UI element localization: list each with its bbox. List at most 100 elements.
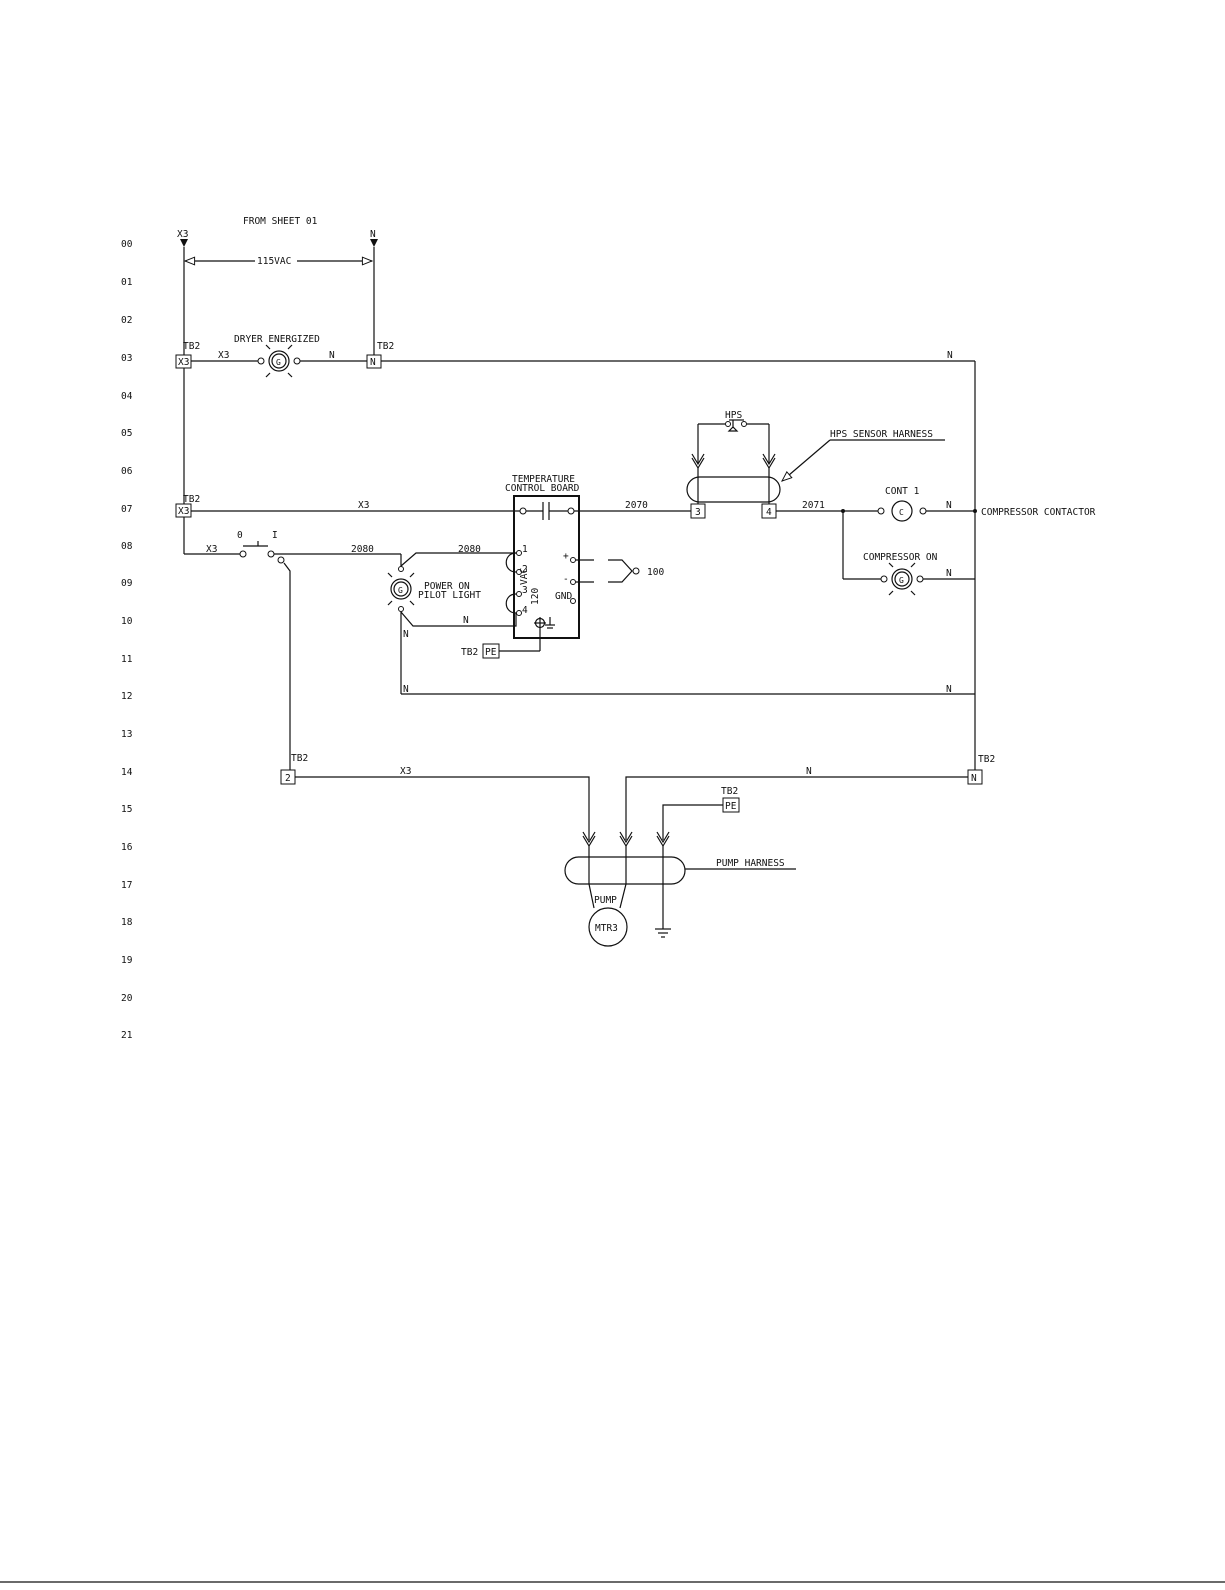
contact-point (877, 507, 885, 515)
pump-harness (564, 856, 686, 885)
row-number: 10 (121, 616, 133, 627)
board-title-line2: CONTROL BOARD (505, 483, 580, 494)
contact-point (398, 606, 404, 612)
power-on-label: POWER ON (424, 581, 470, 592)
motor-lead (619, 883, 627, 909)
hps-pressure-actuator (727, 426, 739, 432)
terminal-label: X3 (178, 357, 189, 368)
wire-n-to-pin4 (400, 611, 517, 627)
contact-point (919, 507, 927, 515)
lamp-letter: G (276, 358, 281, 367)
switch-contact (239, 550, 247, 558)
dryer-energized-lamp (268, 350, 290, 372)
tb2-label: TB2 (291, 753, 308, 764)
row-number: 00 (121, 239, 133, 250)
sensor-contact (632, 567, 640, 575)
ground-wire (662, 804, 723, 840)
contact-point (257, 357, 265, 365)
wire-label: 2080 (351, 544, 374, 555)
row-number: 04 (121, 391, 133, 402)
row-number: 12 (121, 691, 132, 702)
board-contact (570, 579, 576, 585)
row-number: 07 (121, 504, 132, 515)
n-feed-triangle (370, 239, 378, 247)
board-pin-label: 1 (522, 544, 528, 555)
cont-1-coil (891, 500, 913, 522)
wire-label: N (947, 350, 953, 361)
board-gnd-label: GND (555, 591, 572, 602)
row-number: 13 (121, 729, 132, 740)
from-sheet-label: FROM SHEET 01 (243, 216, 318, 227)
wire-label: N (463, 615, 469, 626)
voltage-label: 115VAC (257, 256, 291, 267)
board-contact (570, 557, 576, 563)
board-pin-2 (516, 569, 522, 575)
jumper-3-4 (505, 593, 517, 614)
dryer-energized-label: DRYER ENERGIZED (234, 334, 320, 345)
wire-label: N (806, 766, 812, 777)
wire-label: 2070 (625, 500, 648, 511)
wire-2080-to-pin1 (400, 552, 516, 567)
x3-line-label: X3 (177, 229, 188, 240)
board-pin-1 (516, 550, 522, 556)
row-number: 20 (121, 993, 133, 1004)
wire-label: N (403, 629, 409, 640)
wire-label: X3 (358, 500, 369, 511)
wire-label: X3 (400, 766, 411, 777)
contact-point (398, 566, 404, 572)
terminal-label: N (370, 357, 376, 368)
terminal-label: PE (485, 647, 497, 658)
row-numbers: 00 01 02 03 04 05 06 07 08 09 10 11 12 1… (121, 239, 133, 1041)
lamp-letter: G (398, 586, 403, 595)
board-pin-label: 3 (522, 585, 528, 596)
wire-label: N (403, 684, 409, 695)
terminal-label: N (971, 773, 977, 784)
switch-contact (267, 550, 275, 558)
wire-label: X3 (218, 350, 229, 361)
board-vac-label: 120 (530, 588, 541, 605)
terminal-label: 2 (285, 773, 291, 784)
contact-point (293, 357, 301, 365)
row-number: 18 (121, 917, 133, 928)
power-on-pilot-lamp (390, 578, 412, 600)
terminal-label: 3 (695, 507, 701, 518)
motor-lead (588, 883, 595, 909)
coil-letter: C (899, 508, 904, 517)
wire (283, 562, 291, 770)
wire-label: 2080 (458, 544, 481, 555)
tb2-label: TB2 (183, 494, 200, 505)
board-pin-4 (516, 610, 522, 616)
tb2-terminal-n (967, 769, 983, 785)
row-number: 06 (121, 466, 133, 477)
lamp-rays (387, 572, 415, 606)
hps-contact (741, 421, 747, 427)
hps-contact (725, 421, 731, 427)
tb2-label: TB2 (377, 341, 394, 352)
board-pin-label: 4 (522, 605, 528, 616)
temperature-control-board (513, 495, 580, 639)
cont-1-label: CONT 1 (885, 486, 920, 497)
switch-contact (277, 556, 285, 564)
terminal-label: 4 (766, 507, 772, 518)
wire-label: N (329, 350, 335, 361)
tb2-label: TB2 (978, 754, 995, 765)
row-number: 09 (121, 578, 133, 589)
row-number: 01 (121, 277, 133, 288)
contact-point (916, 575, 924, 583)
lamp-inner-ring (271, 353, 287, 369)
row-number: 11 (121, 654, 133, 665)
n-line-label: N (370, 229, 376, 240)
pump-label: PUMP (594, 895, 617, 906)
row-number: 19 (121, 955, 133, 966)
row-number: 15 (121, 804, 132, 815)
x3-feed-triangle (180, 239, 188, 247)
terminal-label: X3 (178, 506, 189, 517)
lamp-rays (888, 562, 916, 596)
row-number: 02 (121, 315, 132, 326)
lamp-letter: G (899, 576, 904, 585)
hps-harness-label: HPS SENSOR HARNESS (830, 429, 933, 440)
row-number: 21 (121, 1030, 133, 1041)
wire-label: 2071 (802, 500, 825, 511)
